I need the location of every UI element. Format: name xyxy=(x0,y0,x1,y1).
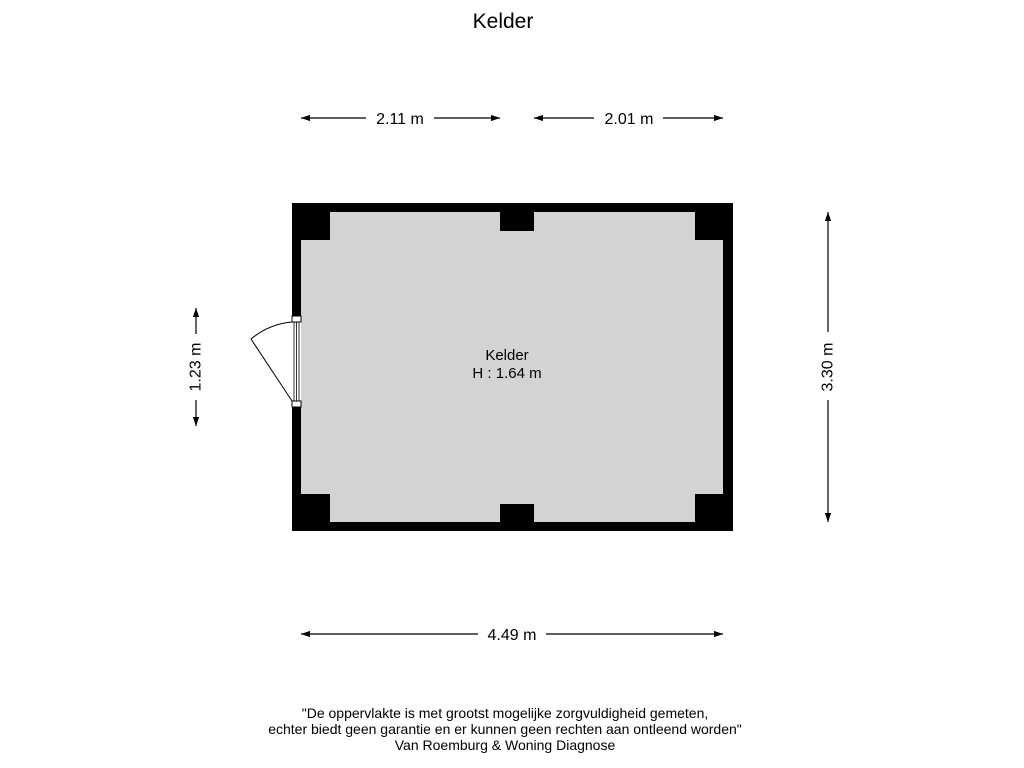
disclaimer: "De oppervlakte is met grootst mogelijke… xyxy=(0,705,1010,753)
disclaimer-line-1: "De oppervlakte is met grootst mogelijke… xyxy=(301,705,709,721)
dimension-left-door: 1.23 m xyxy=(188,308,205,426)
room-floor xyxy=(301,212,723,522)
column-top-right xyxy=(695,212,723,240)
door-leaf xyxy=(250,338,293,402)
dimension-bottom: 4.49 m xyxy=(301,627,723,644)
room-height: H : 1.64 m xyxy=(472,365,541,382)
column-bottom-left xyxy=(301,494,330,522)
column-top-left xyxy=(301,212,330,240)
dimension-top-left: 2.11 m xyxy=(301,111,500,128)
door xyxy=(250,315,302,408)
dimension-top-right-label: 2.01 m xyxy=(605,111,654,128)
column-bottom-right xyxy=(695,494,723,522)
dimension-top-right: 2.01 m xyxy=(534,111,723,128)
room-name: Kelder xyxy=(485,347,528,364)
plan-title: Kelder xyxy=(472,10,534,33)
dimension-left-door-label: 1.23 m xyxy=(188,343,205,392)
door-swing-arc xyxy=(250,321,293,340)
disclaimer-line-3: Van Roemburg & Woning Diagnose xyxy=(394,737,616,753)
dimension-right-label: 3.30 m xyxy=(820,343,837,392)
column-top-middle xyxy=(500,212,534,231)
dimension-right: 3.30 m xyxy=(820,212,837,522)
dimension-top-left-label: 2.11 m xyxy=(376,111,424,128)
dimension-bottom-label: 4.49 m xyxy=(488,627,537,644)
disclaimer-line-2: echter biedt geen garantie en er kunnen … xyxy=(268,721,742,737)
column-bottom-middle xyxy=(500,504,534,522)
